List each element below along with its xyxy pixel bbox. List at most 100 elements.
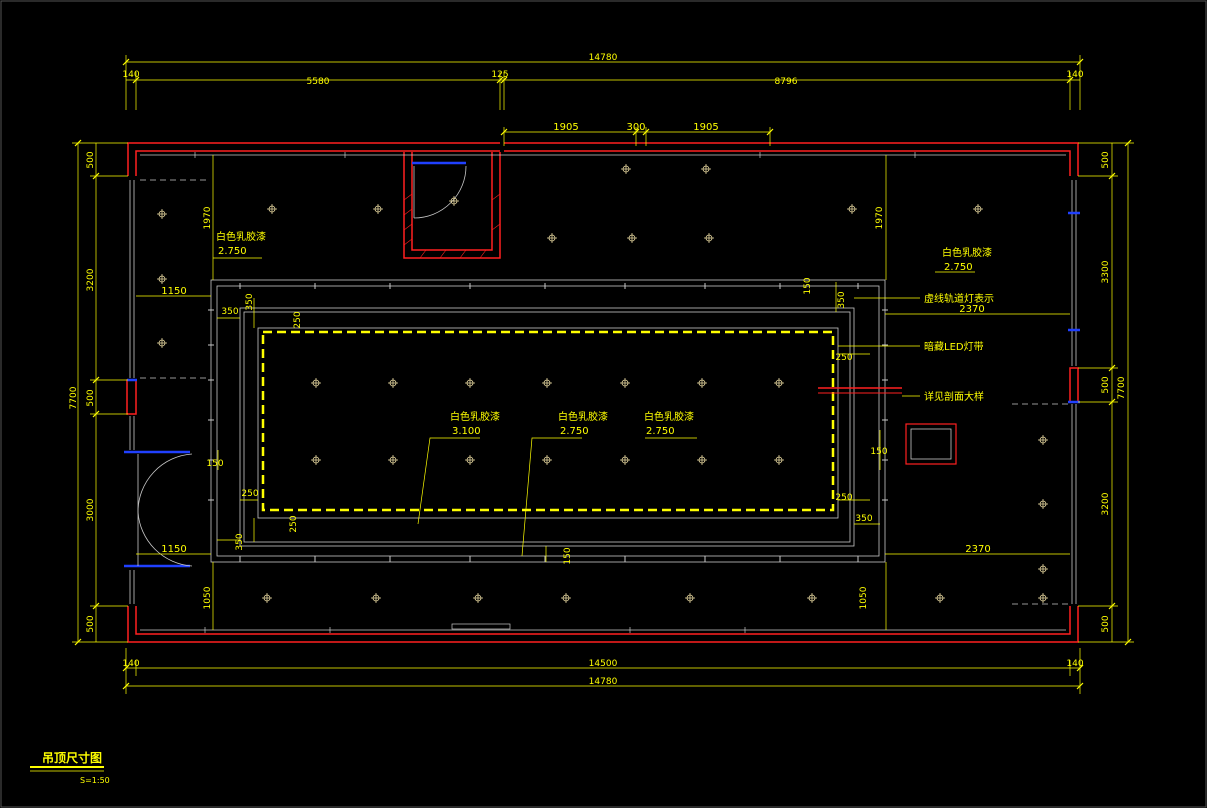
dim-150-d: 150 — [563, 547, 573, 564]
drawing-scale: S=1:50 — [80, 776, 110, 785]
dim-right-c: 500 — [1101, 376, 1111, 393]
downlight-icon — [774, 455, 784, 465]
downlight-icon — [388, 455, 398, 465]
downlight-icon — [157, 274, 167, 284]
height-top-right: 2.750 — [944, 262, 973, 273]
dim-right-a: 500 — [1101, 151, 1111, 168]
track-rail-ticks — [208, 283, 888, 562]
dim-250-b: 250 — [835, 353, 852, 363]
downlight-icon — [561, 593, 571, 603]
dim-1150-top: 1150 — [161, 286, 186, 297]
dimension-ticks — [74, 58, 1132, 690]
glass-markers — [124, 161, 1080, 568]
downlight-icon — [704, 233, 714, 243]
dim-350-e: 350 — [235, 533, 245, 550]
dim-bottom-inner: 14500 — [589, 659, 618, 669]
annotations: 白色乳胶漆 2.750 白色乳胶漆 2.750 白色乳胶漆 3.100 白色乳胶… — [216, 230, 994, 437]
downlight-icon — [311, 378, 321, 388]
downlight-icon — [697, 455, 707, 465]
led-strip-outline — [261, 330, 835, 512]
dim-top-mid: 125 — [491, 70, 508, 80]
downlight-icon — [542, 455, 552, 465]
dim-350-a: 350 — [221, 307, 238, 317]
dim-1050-left: 1050 — [203, 586, 213, 609]
downlight-icon — [311, 455, 321, 465]
paint-top-right: 白色乳胶漆 — [942, 246, 992, 259]
dim-left-total: 7700 — [69, 386, 79, 409]
dim-bay-mid: 300 — [626, 122, 645, 133]
downlight-icon — [697, 378, 707, 388]
dim-right-e: 500 — [1101, 615, 1111, 632]
downlight-icon — [547, 233, 557, 243]
dim-2370-top: 2370 — [959, 304, 984, 315]
dim-250-e: 250 — [289, 515, 299, 532]
dim-left-c: 500 — [86, 389, 96, 406]
track-light-note: 虚线轨道灯表示 — [924, 292, 994, 305]
doors — [137, 165, 467, 567]
dim-250-a: 250 — [293, 311, 303, 328]
downlight-icon — [542, 378, 552, 388]
dim-150-b: 150 — [206, 459, 223, 469]
shaft-hatch — [403, 193, 501, 259]
dimension-texts: 14780 140 5580 125 8796 140 1905 300 190… — [69, 53, 1127, 687]
dim-250-c: 250 — [241, 489, 258, 499]
downlight-icon — [1038, 593, 1048, 603]
downlight-icon — [267, 204, 277, 214]
dim-350-d: 350 — [855, 514, 872, 524]
downlight-icon — [1038, 499, 1048, 509]
dim-top-right-wall: 140 — [1066, 70, 1083, 80]
dim-350-c: 350 — [837, 291, 847, 308]
height-center-2: 2.750 — [560, 426, 589, 437]
height-top-left: 2.750 — [218, 246, 247, 257]
dim-left-a: 500 — [86, 151, 96, 168]
downlights — [157, 164, 1048, 603]
downlight-icon — [1038, 564, 1048, 574]
dim-1050-right: 1050 — [859, 586, 869, 609]
downlight-icon — [621, 164, 631, 174]
downlight-icon — [449, 196, 459, 206]
dim-right-b: 3300 — [1101, 260, 1111, 283]
dim-2370-bottom: 2370 — [965, 544, 990, 555]
downlight-icon — [465, 455, 475, 465]
height-center-1: 3.100 — [452, 426, 481, 437]
downlight-icon — [620, 455, 630, 465]
dim-right-d: 3200 — [1101, 492, 1111, 515]
dim-bottom-right-wall: 140 — [1066, 659, 1083, 669]
drawing-title: 吊顶尺寸图 — [42, 750, 102, 765]
downlight-icon — [935, 593, 945, 603]
downlight-icon — [807, 593, 817, 603]
downlight-icon — [262, 593, 272, 603]
dim-1970-left: 1970 — [203, 206, 213, 229]
dim-right-total: 7700 — [1117, 376, 1127, 399]
paint-center-1: 白色乳胶漆 — [450, 410, 500, 423]
downlight-icon — [774, 378, 784, 388]
dim-bay-right: 1905 — [693, 122, 718, 133]
downlight-icon — [157, 338, 167, 348]
walls — [126, 142, 1079, 643]
downlight-icon — [627, 233, 637, 243]
downlight-icon — [973, 204, 983, 214]
section-detail-note: 详见剖面大样 — [924, 390, 984, 403]
downlight-icon — [473, 593, 483, 603]
downlight-icon — [388, 378, 398, 388]
dimension-lines — [72, 55, 1134, 694]
wall-trim — [140, 152, 1068, 633]
downlight-icon — [685, 593, 695, 603]
paint-center-2: 白色乳胶漆 — [558, 410, 608, 423]
led-strip-note: 暗藏LED灯带 — [924, 340, 984, 353]
dim-left-b: 3200 — [86, 268, 96, 291]
downlight-icon — [371, 593, 381, 603]
dim-left-e: 500 — [86, 615, 96, 632]
detail-box-inner — [910, 428, 952, 460]
downlight-icon — [701, 164, 711, 174]
leader-lines — [213, 257, 975, 557]
downlight-icon — [847, 204, 857, 214]
downlight-icon — [373, 204, 383, 214]
paint-center-3: 白色乳胶漆 — [644, 410, 694, 423]
dim-1970-right: 1970 — [875, 206, 885, 229]
downlight-icon — [1038, 435, 1048, 445]
dim-top-total: 14780 — [589, 53, 618, 63]
dim-top-left-wall: 140 — [122, 70, 139, 80]
dim-150-c: 150 — [870, 447, 887, 457]
